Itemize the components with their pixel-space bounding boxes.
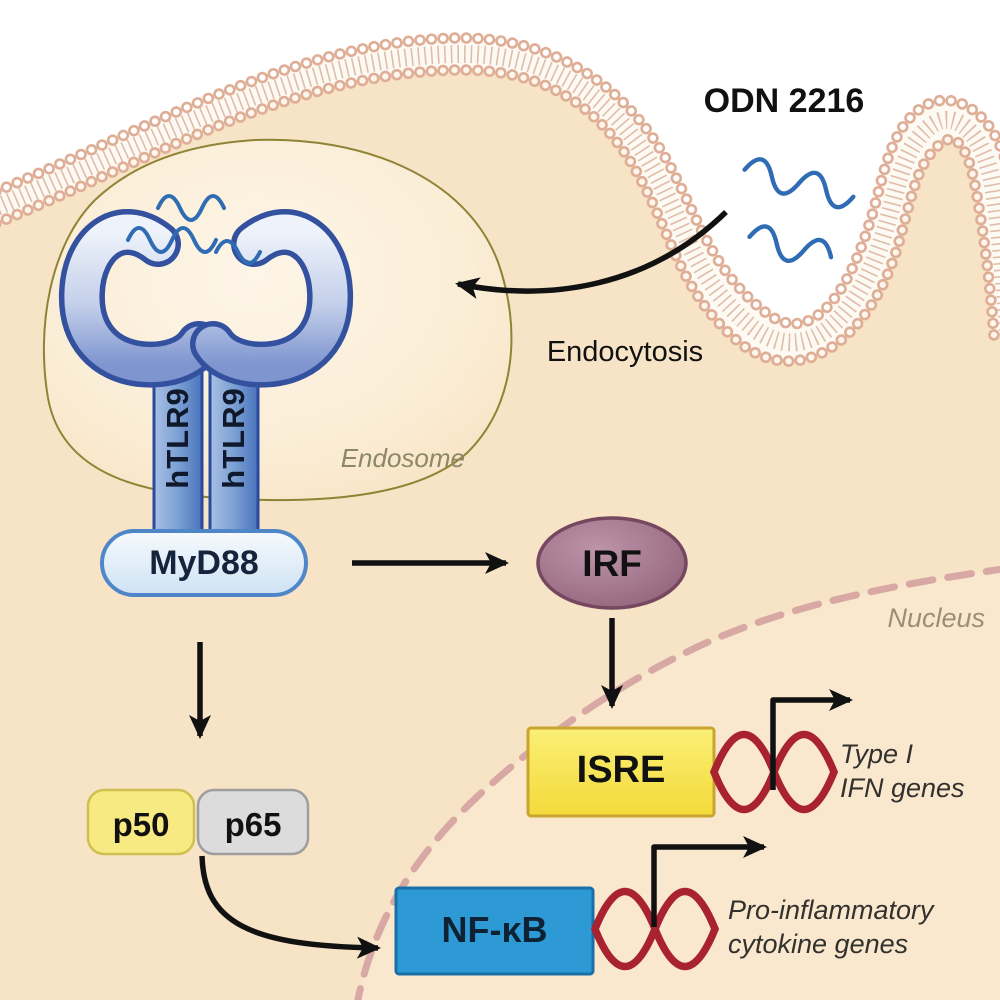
p65-label: p65 xyxy=(224,806,282,843)
irf-label: IRF xyxy=(582,543,642,584)
nfkb-label: NF-κB xyxy=(441,909,548,950)
endocytosis-label: Endocytosis xyxy=(546,336,704,368)
cell-membrane xyxy=(0,0,1000,367)
p50-node xyxy=(86,788,196,856)
irf-node xyxy=(536,516,688,610)
type1-transcription-arrow xyxy=(770,689,853,790)
type1-line2: IFN genes xyxy=(840,773,965,803)
tlr9-receptor-dimer xyxy=(58,194,354,538)
htlr9-left-label: hTLR9 xyxy=(160,387,195,489)
nfkb-dna-helix-icon xyxy=(591,887,719,971)
lipid-tails xyxy=(0,44,1000,352)
endosome-label: Endosome xyxy=(340,443,465,473)
p65-node xyxy=(196,788,310,856)
myd88-node xyxy=(100,529,308,597)
proinflam-line2: cytokine genes xyxy=(728,929,909,959)
cytokine-transcription-arrow xyxy=(651,836,767,927)
type1-line1: Type I xyxy=(840,739,914,769)
htlr9-right-label: hTLR9 xyxy=(216,387,251,489)
inner-lipid-heads xyxy=(0,64,1000,367)
p50-label: p50 xyxy=(112,806,170,843)
endocytosis-arrow xyxy=(455,210,728,299)
odn-2216-label: ODN 2216 xyxy=(703,82,865,120)
type1-ifn-genes-label: Type I IFN genes xyxy=(840,737,1000,805)
proinflam-line1: Pro-inflammatory xyxy=(728,895,934,925)
tlr9-ectodomain-left xyxy=(58,209,222,388)
outer-lipid-heads xyxy=(0,32,1000,330)
odn-oligonucleotide-icon xyxy=(742,157,856,263)
p50p65-to-nfkb-arrow xyxy=(199,855,381,959)
nucleus-label: Nucleus xyxy=(887,603,985,633)
proinflammatory-genes-label: Pro-inflammatory cytokine genes xyxy=(728,893,1000,961)
tlr9-ectodomain-right xyxy=(190,209,354,388)
arrows xyxy=(189,210,853,959)
bound-dna-icon xyxy=(126,194,262,265)
isre-label: ISRE xyxy=(576,749,666,791)
myd88-label: MyD88 xyxy=(149,544,259,582)
